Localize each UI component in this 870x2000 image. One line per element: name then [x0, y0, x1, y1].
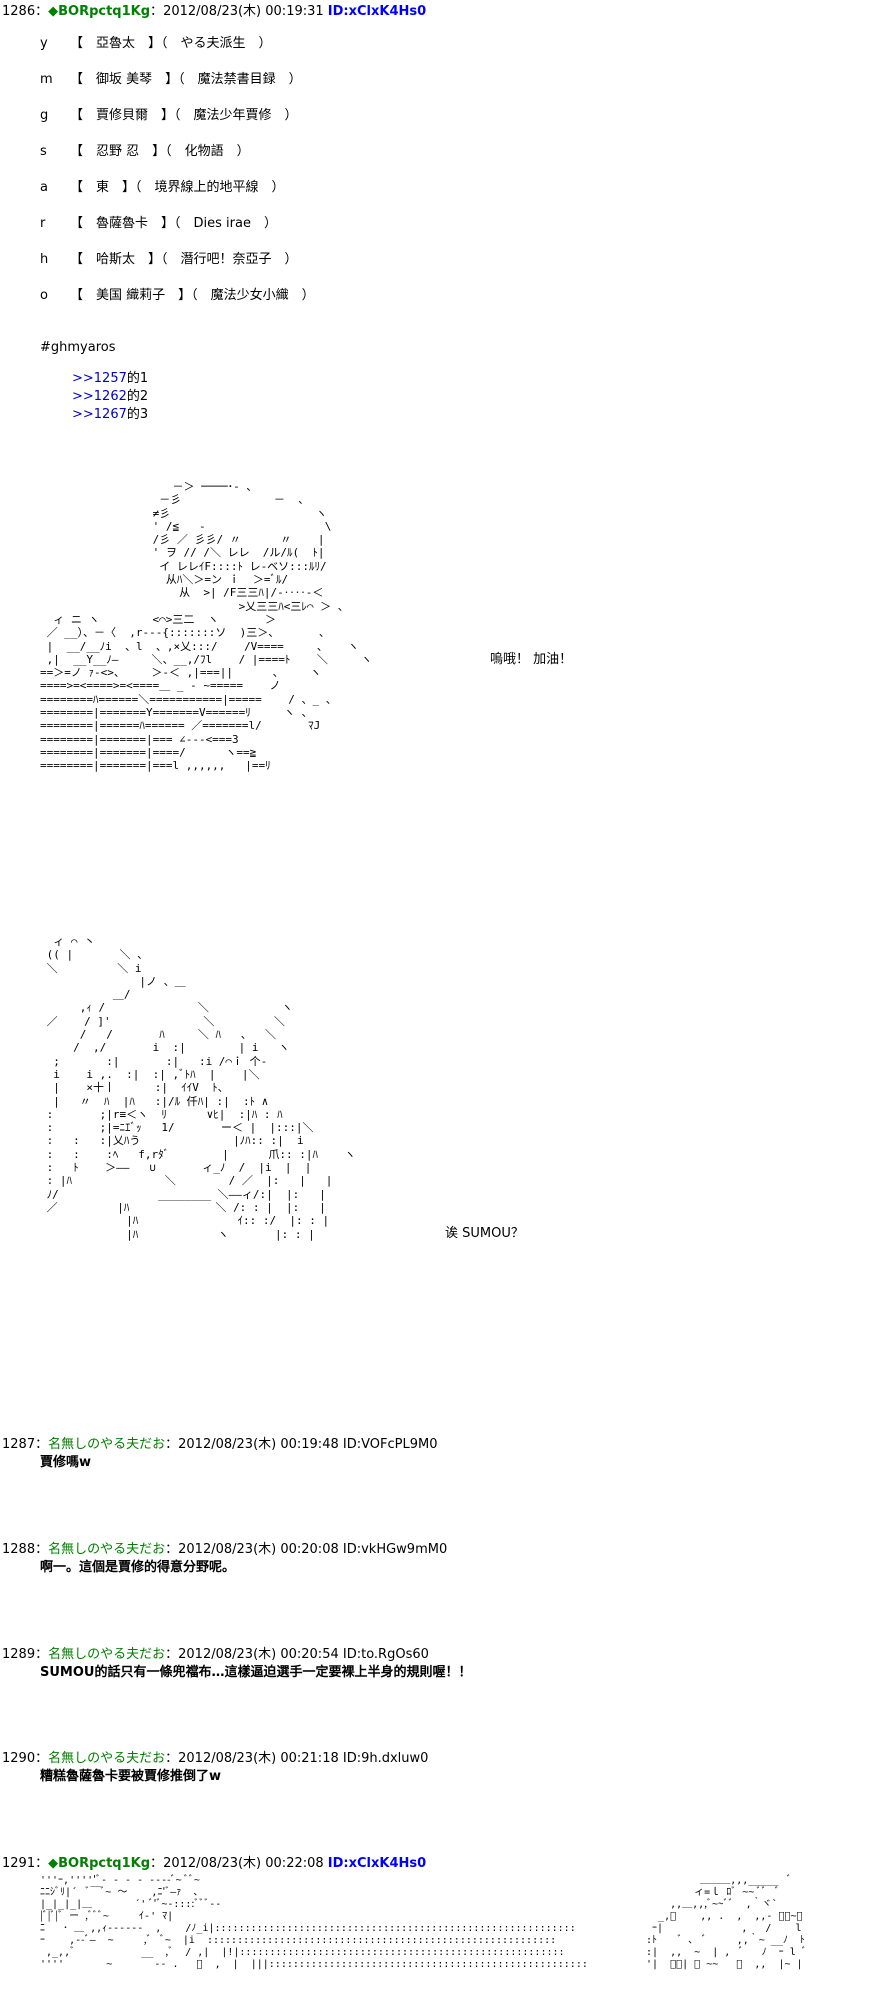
post-header-1286: 1286：◆BORpctq1Kg：2012/08/23(木) 00:19:31 … [2, 4, 427, 19]
anchor-link[interactable]: >>1262 [72, 389, 127, 404]
poster-name: ◆BORpctq1Kg [48, 4, 151, 19]
speech-text-1: 嗚哦！ 加油！ [490, 652, 573, 667]
anchor-row: >>1257的1 [72, 371, 149, 386]
post-body: 賈修嗎w [40, 1455, 92, 1470]
ascii-art-bottom-right: ＿＿＿,,,_____ ﾞ ィ=ｌ ﾛﾞ ~~ ﾞﾞ ﾞ ,,＿,,,ﾞ~~ﾞﾞ… [646, 1875, 807, 1970]
ascii-art-bottom-left: '''ｰ,'''''ﾞ‐ - - - ----ﾞ~ ﾞﾞ~ ﾆﾆｼﾞﾘ|´ ﾞ￣… [40, 1875, 588, 1970]
cast-row: r【 魯薩魯卡 】（ Dies irae ） [40, 216, 277, 231]
poster-name: 名無しのやる夫だお [48, 1542, 166, 1557]
anchor-links: >>1257的1 >>1262的2 >>1267的3 [72, 370, 148, 424]
anchor-link[interactable]: >>1267 [72, 407, 127, 422]
post-body: 啊一。這個是賈修的得意分野呢。 [40, 1560, 236, 1575]
cast-list: y【 亞魯太 】（ やる夫派生 ） m【 御坂 美琴 】（ 魔法禁書目録 ） g… [40, 32, 315, 320]
post-date: 2012/08/23(木) 00:19:31 [163, 4, 324, 19]
cast-row: o【 美国 織莉子 】（ 魔法少女小織 ） [40, 288, 315, 303]
cast-row: a【 東 】（ 境界線上的地平線 ） [40, 180, 285, 195]
post-number: 1286 [2, 4, 36, 19]
cast-row: s【 忍野 忍 】（ 化物語 ） [40, 144, 250, 159]
ascii-art-character-1: －＞ ────･- 、 －彡 － 、 ≠彡 ヽ ' /≦ - \ /彡 ／ 彡彡… [40, 480, 373, 773]
cast-row: m【 御坂 美琴 】（ 魔法禁書目録 ） [40, 72, 302, 87]
post-header-1288: 1288：名無しのやる夫だお：2012/08/23(木) 00:20:08 ID… [2, 1542, 448, 1557]
post-header-1289: 1289：名無しのやる夫だお：2012/08/23(木) 00:20:54 ID… [2, 1647, 429, 1662]
anchor-link[interactable]: >>1257 [72, 371, 127, 386]
post-header-1291: 1291：◆BORpctq1Kg：2012/08/23(木) 00:22:08 … [2, 1856, 427, 1871]
anchor-row: >>1267的3 [72, 407, 149, 422]
hashtag: #ghmyaros [40, 340, 116, 355]
speech-text-2: 诶 SUMOU？ [445, 1226, 524, 1241]
poster-name: ◆BORpctq1Kg [48, 1856, 151, 1871]
poster-name: 名無しのやる夫だお [48, 1647, 166, 1662]
post-header-1290: 1290：名無しのやる夫だお：2012/08/23(木) 00:21:18 ID… [2, 1751, 429, 1766]
post-body: SUMOU的話只有一條兜襠布…這樣逼迫選手一定要裸上半身的規則喔！！ [40, 1665, 472, 1680]
post-body: 糟糕魯薩魯卡要被賈修推倒了w [40, 1769, 222, 1784]
cast-row: g【 賈修貝爾 】（ 魔法少年賈修 ） [40, 108, 298, 123]
poster-name: 名無しのやる夫だお [48, 1751, 166, 1766]
cast-row: h【 哈斯太 】（ 潛行吧！奈亞子 ） [40, 252, 298, 267]
poster-name: 名無しのやる夫だお [48, 1437, 166, 1452]
post-header-1287: 1287：名無しのやる夫だお：2012/08/23(木) 00:19:48 ID… [2, 1437, 438, 1452]
anchor-row: >>1262的2 [72, 389, 149, 404]
ascii-art-character-2: ィ ⌒ 丶 (( | ＼ 、 ＼ ＼ i |ノ 、＿ ＿/ ,ｨ / ＼ ヽ ／… [46, 935, 356, 1241]
cast-row: y【 亞魯太 】（ やる夫派生 ） [40, 36, 272, 51]
post-id: ID:xClxK4Hs0 [327, 4, 427, 19]
